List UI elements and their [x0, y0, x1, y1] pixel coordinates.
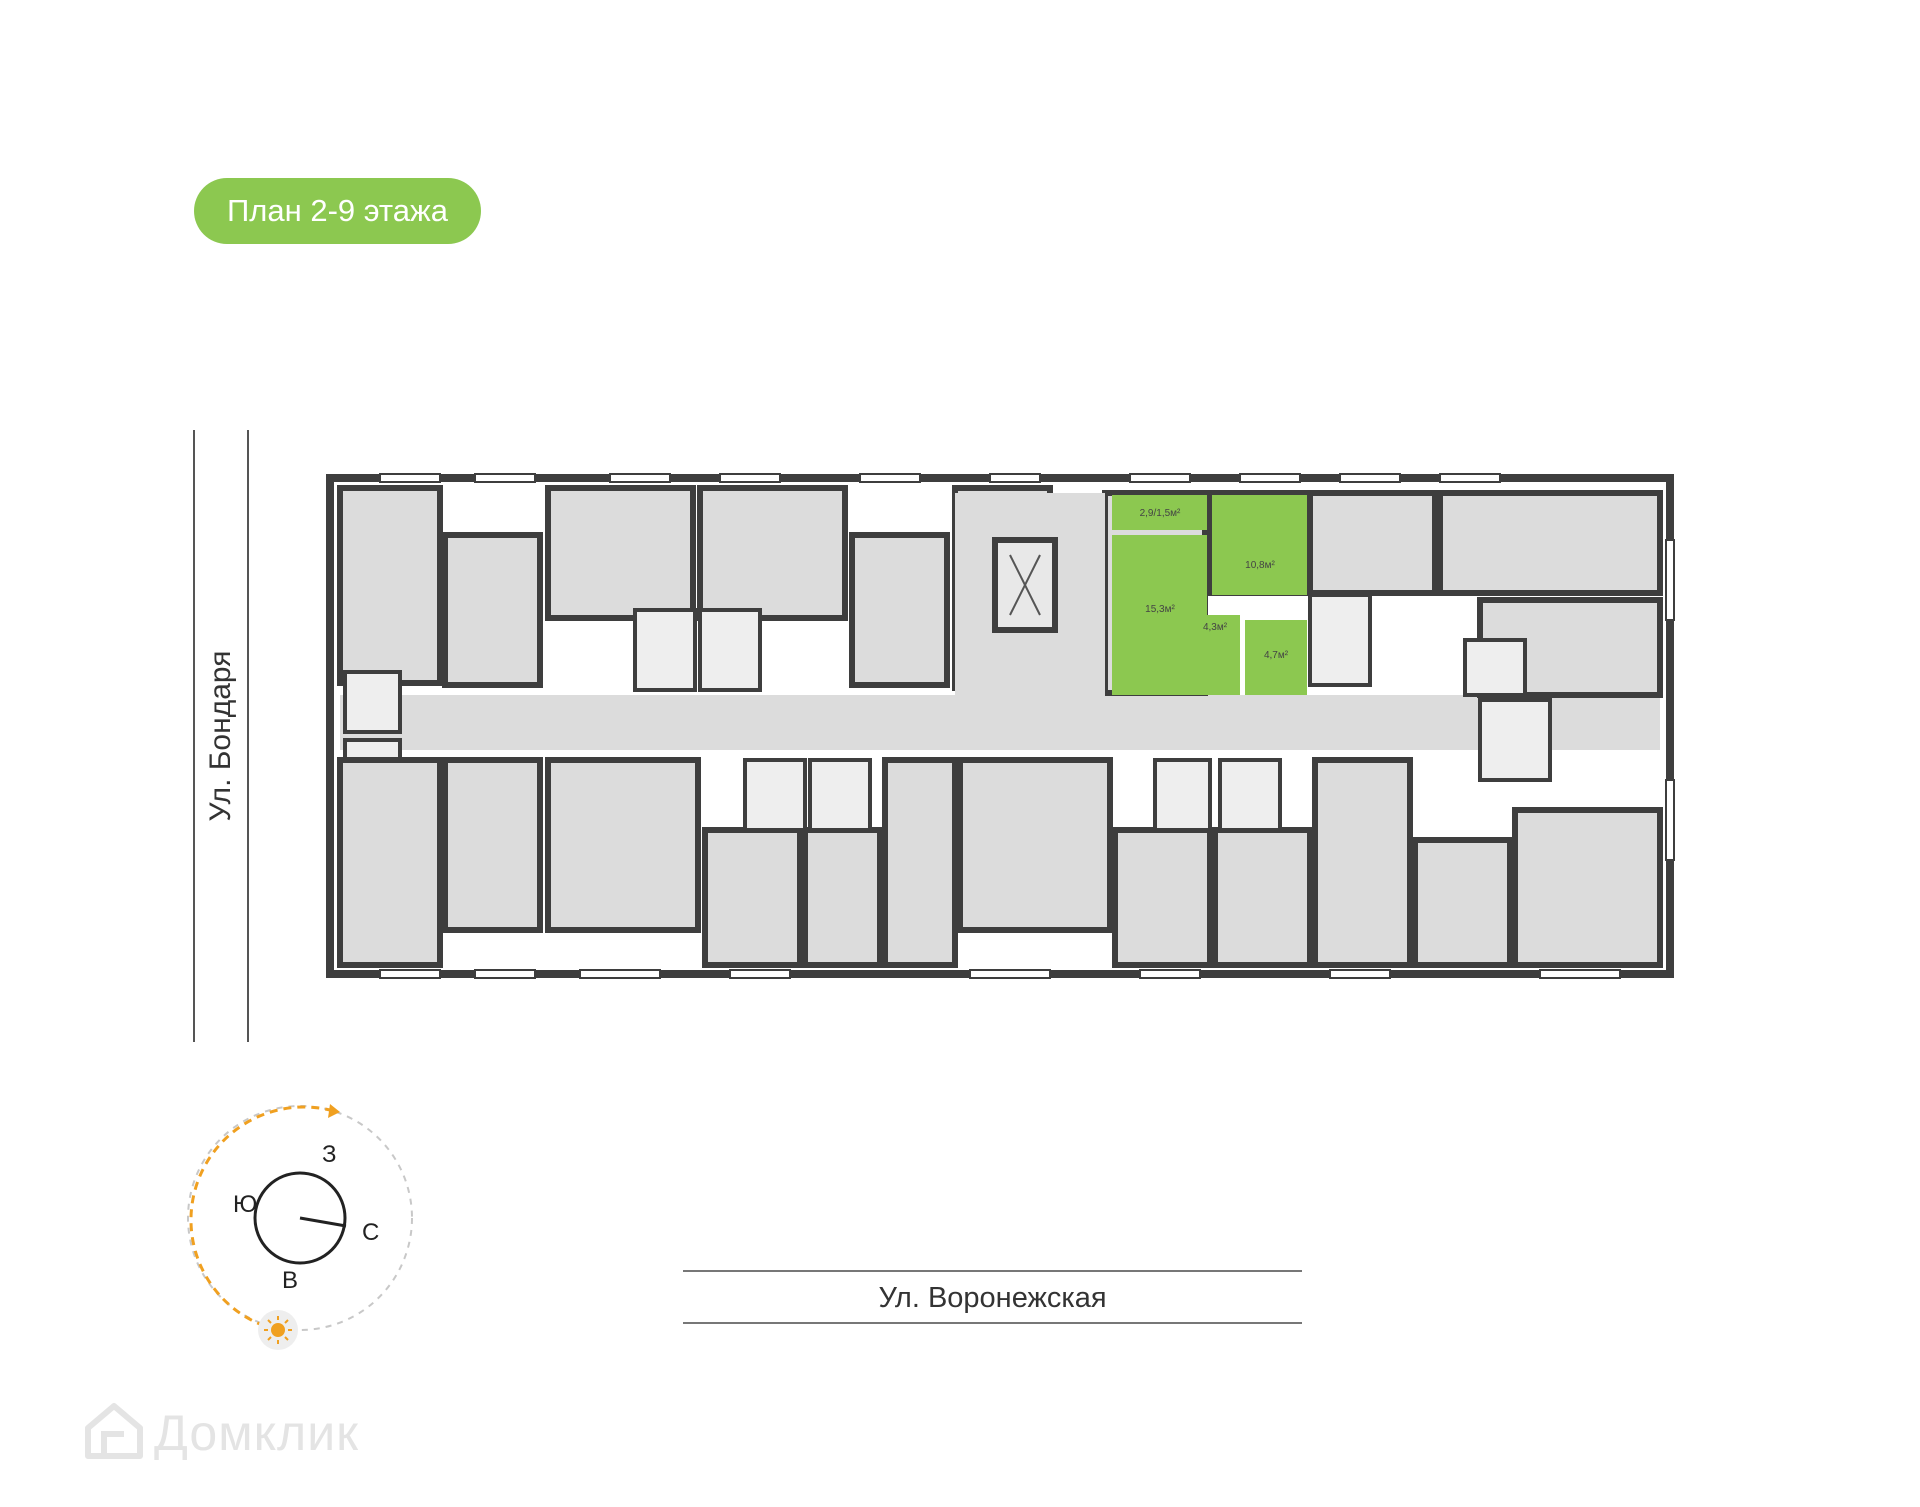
watermark-text: Домклик	[154, 1405, 360, 1461]
kitchen-area: 10,8м²	[1245, 560, 1275, 571]
balcony-area: 2,9/1,5м²	[1140, 508, 1181, 519]
floor-plan-badge: План 2-9 этажа	[194, 178, 481, 244]
bottom-bathrooms	[743, 698, 1552, 832]
watermark: Домклик	[82, 1398, 422, 1468]
house-logo-icon	[85, 1403, 143, 1459]
stair-core	[955, 493, 1105, 748]
bottom-units	[337, 757, 1663, 968]
hall-room	[1190, 615, 1240, 695]
highlighted-unit	[1112, 495, 1307, 695]
street-voronezhskaya: Ул. Воронежская	[683, 1270, 1302, 1324]
living-area: 15,3м²	[1145, 604, 1175, 615]
bath-area: 4,7м²	[1264, 650, 1289, 661]
street-bondarya: Ул. Бондаря	[193, 430, 249, 1042]
windows	[379, 473, 1675, 979]
hall-area: 4,3м²	[1203, 622, 1228, 633]
bath-room	[1245, 620, 1307, 695]
balcony-room	[1112, 495, 1207, 530]
kitchen-room	[1212, 495, 1307, 595]
